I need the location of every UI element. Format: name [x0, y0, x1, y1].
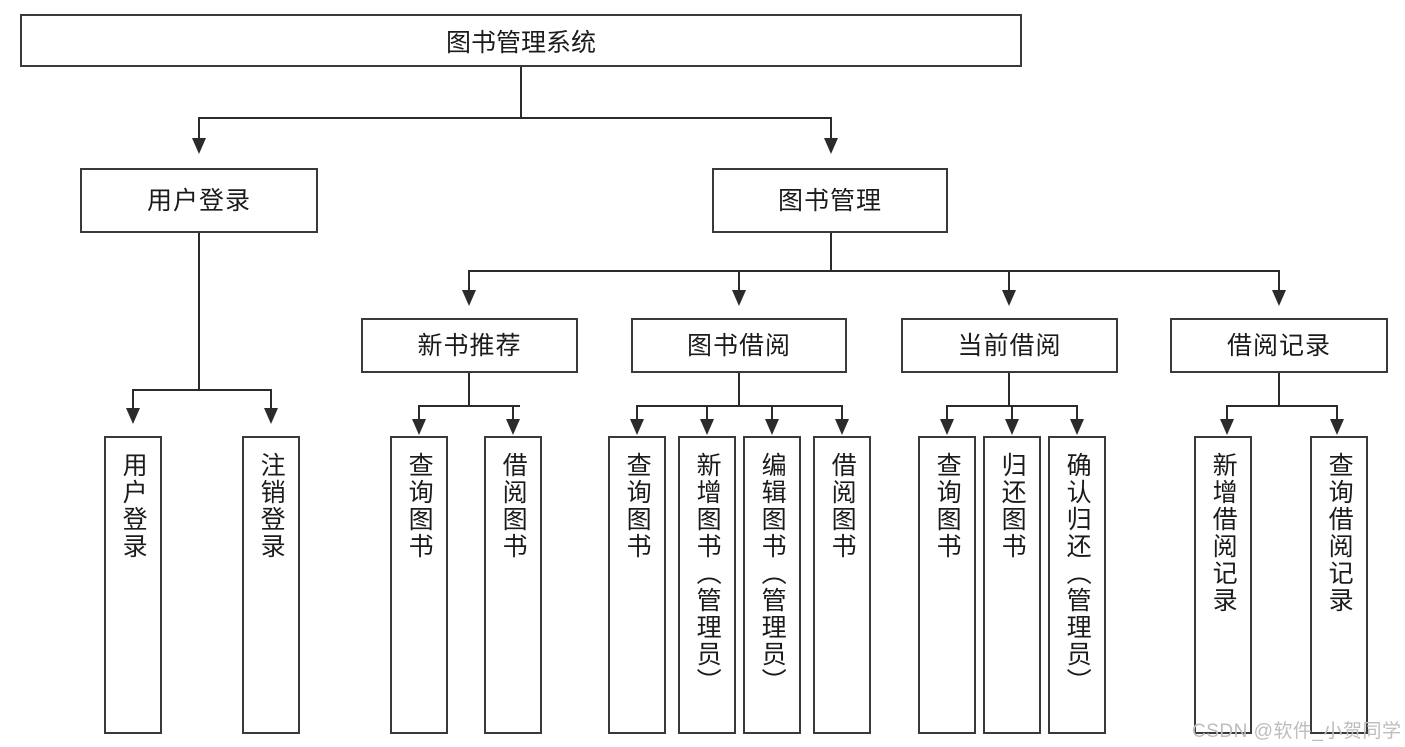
arrowhead-cb-return-book — [1005, 419, 1019, 435]
leaf-nb-borrow-book[interactable]: 借阅图书 — [484, 436, 542, 734]
node-label: 新增借阅记录 — [1209, 452, 1238, 614]
leaf-logout[interactable]: 注销登录 — [242, 436, 300, 734]
connector-bb-leaf4 — [841, 405, 843, 421]
node-label: 用户登录 — [146, 186, 251, 215]
connector-root-bus — [198, 117, 832, 119]
connector-user-login-leaf1 — [132, 389, 134, 410]
node-label: 借阅图书 — [828, 452, 857, 560]
node-user-login[interactable]: 用户登录 — [80, 168, 318, 233]
node-book-borrow[interactable]: 图书借阅 — [631, 318, 847, 373]
connector-new-book-leaf2 — [512, 405, 514, 421]
connector-user-login-bus — [132, 389, 272, 391]
connector-user-login-leaf2 — [270, 389, 272, 410]
connector-root-stem — [520, 67, 522, 118]
arrowhead-bb-borrow-book — [835, 419, 849, 435]
watermark: CSDN @软件_小贺同学 — [1192, 716, 1401, 743]
arrowhead-nb-borrow-book — [506, 419, 520, 435]
connector-borrow-record-stem — [1278, 373, 1280, 406]
arrowhead-current-borrow — [1002, 290, 1016, 306]
connector-bm-to-book-borrow — [738, 270, 740, 292]
arrowhead-nb-query-book — [412, 419, 426, 435]
leaf-cb-query-book[interactable]: 查询图书 — [918, 436, 976, 734]
arrowhead-bb-edit-book — [765, 419, 779, 435]
arrowhead-book-borrow — [732, 290, 746, 306]
leaf-br-query-record[interactable]: 查询借阅记录 — [1310, 436, 1368, 734]
node-label: 借阅记录 — [1226, 331, 1331, 360]
node-label: 注销登录 — [257, 452, 286, 560]
connector-bb-leaf3 — [771, 405, 773, 421]
node-label: 图书借阅 — [686, 331, 791, 360]
arrowhead-br-query-record — [1330, 419, 1344, 435]
arrowhead-user-login — [192, 138, 206, 154]
node-current-borrow[interactable]: 当前借阅 — [901, 318, 1118, 373]
connector-borrow-record-bus — [1226, 405, 1338, 407]
node-root-book-management-system[interactable]: 图书管理系统 — [20, 14, 1022, 67]
arrowhead-cb-confirm-return — [1070, 419, 1084, 435]
connector-bb-leaf1 — [636, 405, 638, 421]
connector-bm-to-borrow-record — [1278, 270, 1280, 292]
leaf-bb-edit-book[interactable]: 编辑图书（管理员） — [743, 436, 801, 734]
node-label: 图书管理系统 — [445, 28, 596, 57]
node-label: 查询图书 — [405, 452, 434, 560]
connector-book-management-bus — [468, 270, 1280, 272]
connector-book-borrow-stem — [738, 373, 740, 406]
node-label: 新增图书（管理员） — [693, 452, 722, 695]
connector-cb-leaf1 — [946, 405, 948, 421]
connector-bb-leaf2 — [706, 405, 708, 421]
connector-bm-to-new-book — [468, 270, 470, 292]
node-label: 查询借阅记录 — [1325, 452, 1354, 614]
connector-current-borrow-stem — [1008, 373, 1010, 406]
connector-new-book-leaf1 — [418, 405, 420, 421]
arrowhead-borrow-record — [1272, 290, 1286, 306]
node-label: 归还图书 — [998, 452, 1027, 560]
node-label: 当前借阅 — [957, 331, 1062, 360]
node-label: 借阅图书 — [499, 452, 528, 560]
node-label: 新书推荐 — [417, 331, 522, 360]
connector-book-borrow-bus — [636, 405, 842, 407]
connector-cb-leaf3 — [1076, 405, 1078, 421]
node-borrow-record[interactable]: 借阅记录 — [1170, 318, 1388, 373]
connector-book-management-stem — [830, 233, 832, 271]
node-label: 用户登录 — [119, 452, 148, 560]
connector-root-to-book-management — [830, 117, 832, 140]
connector-br-leaf1 — [1226, 405, 1228, 421]
arrowhead-leaf-logout — [264, 408, 278, 424]
connector-cb-leaf2 — [1011, 405, 1013, 421]
arrowhead-leaf-user-login — [126, 408, 140, 424]
connector-br-leaf2 — [1336, 405, 1338, 421]
leaf-cb-confirm-return[interactable]: 确认归还（管理员） — [1048, 436, 1106, 734]
node-book-management[interactable]: 图书管理 — [712, 168, 948, 233]
arrowhead-bb-add-book — [700, 419, 714, 435]
leaf-br-add-record[interactable]: 新增借阅记录 — [1194, 436, 1252, 734]
connector-new-book-stem — [468, 373, 470, 406]
leaf-user-login[interactable]: 用户登录 — [104, 436, 162, 734]
connector-root-to-user-login — [198, 117, 200, 140]
arrowhead-cb-query-book — [940, 419, 954, 435]
connector-bm-to-current-borrow — [1008, 270, 1010, 292]
arrowhead-book-management — [824, 138, 838, 154]
connector-new-book-bus — [418, 405, 520, 407]
leaf-bb-query-book[interactable]: 查询图书 — [608, 436, 666, 734]
arrowhead-br-add-record — [1220, 419, 1234, 435]
connector-user-login-stem — [198, 233, 200, 390]
leaf-bb-borrow-book[interactable]: 借阅图书 — [813, 436, 871, 734]
watermark-text: CSDN @软件_小贺同学 — [1192, 721, 1402, 742]
node-new-book-recommend[interactable]: 新书推荐 — [361, 318, 578, 373]
leaf-nb-query-book[interactable]: 查询图书 — [390, 436, 448, 734]
node-label: 确认归还（管理员） — [1063, 452, 1092, 695]
leaf-bb-add-book[interactable]: 新增图书（管理员） — [678, 436, 736, 734]
arrowhead-bb-query-book — [630, 419, 644, 435]
node-label: 图书管理 — [777, 186, 882, 215]
node-label: 编辑图书（管理员） — [758, 452, 787, 695]
leaf-cb-return-book[interactable]: 归还图书 — [983, 436, 1041, 734]
node-label: 查询图书 — [933, 452, 962, 560]
arrowhead-new-book-recommend — [462, 290, 476, 306]
node-label: 查询图书 — [623, 452, 652, 560]
